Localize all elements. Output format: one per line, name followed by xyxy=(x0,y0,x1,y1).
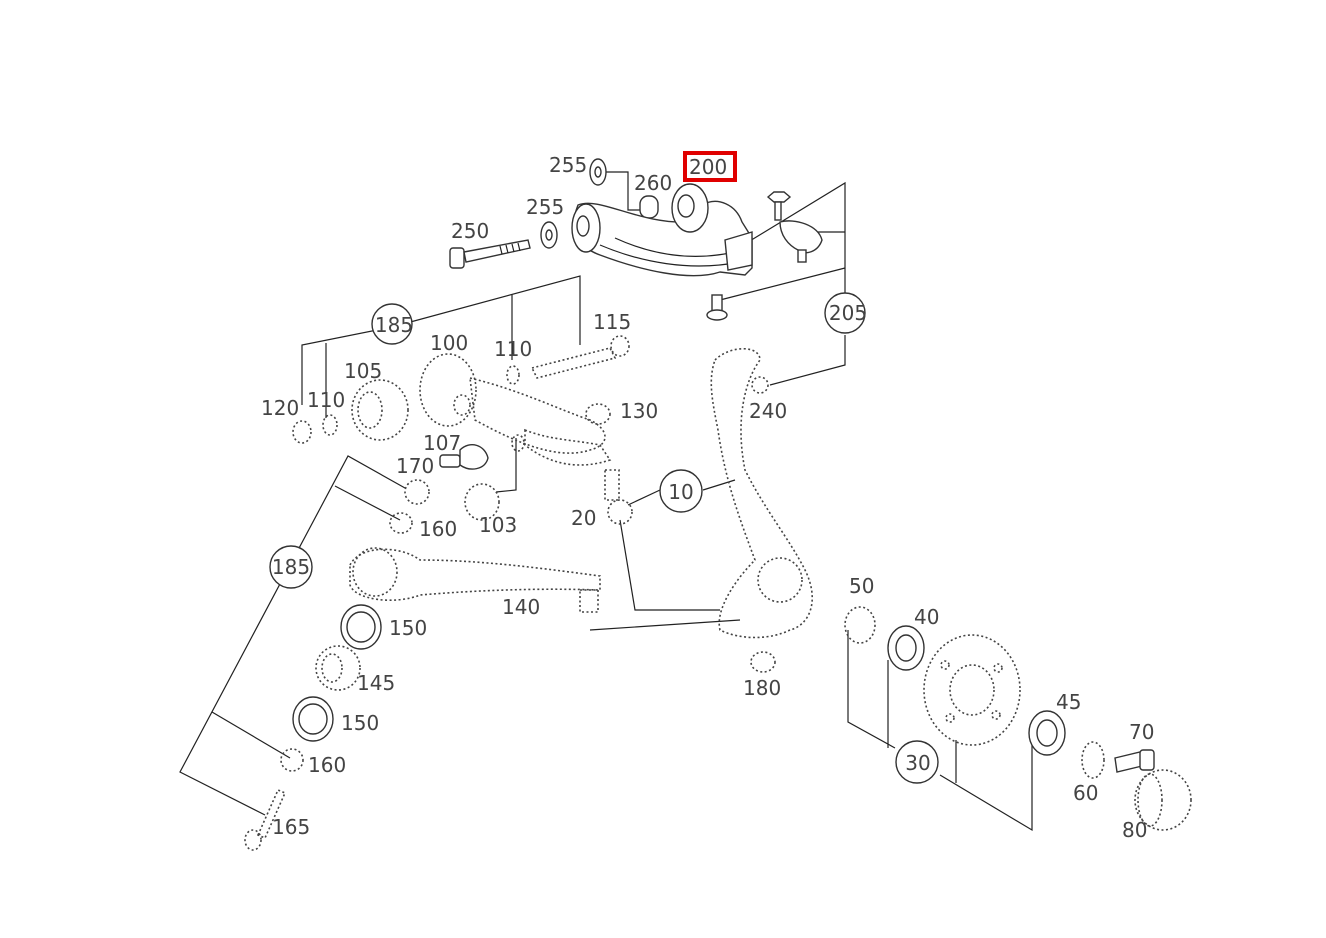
washer-110 xyxy=(322,414,338,436)
svg-text:205: 205 xyxy=(829,301,867,325)
part-number-labels: 255 260 200 255 250 115 110 100 105 120 … xyxy=(261,153,1154,842)
label-20[interactable]: 20 xyxy=(571,506,596,530)
nut-60 xyxy=(1081,741,1105,779)
bolt-165 xyxy=(244,788,287,851)
svg-text:10: 10 xyxy=(668,480,693,504)
callout-185-upper[interactable]: 185 xyxy=(371,303,413,345)
label-120[interactable]: 120 xyxy=(261,396,299,420)
bolt-115 xyxy=(530,335,630,379)
label-60[interactable]: 60 xyxy=(1073,781,1098,805)
label-180[interactable]: 180 xyxy=(743,676,781,700)
label-260[interactable]: 260 xyxy=(634,171,672,195)
ball-joint-20 xyxy=(604,469,633,525)
label-80[interactable]: 80 xyxy=(1122,818,1147,842)
lower-link-140 xyxy=(349,547,601,613)
label-140[interactable]: 140 xyxy=(502,595,540,619)
washer-160 xyxy=(389,512,413,534)
bolt-250 xyxy=(449,239,531,269)
label-40[interactable]: 40 xyxy=(914,605,939,629)
label-160-b[interactable]: 160 xyxy=(308,753,346,777)
label-150-a[interactable]: 150 xyxy=(389,616,427,640)
group-callouts: 205 185 10 185 30 xyxy=(269,292,939,784)
mount-145 xyxy=(315,645,361,691)
nut-180 xyxy=(750,651,776,673)
label-240[interactable]: 240 xyxy=(749,399,787,423)
nut-120 xyxy=(292,420,312,444)
label-110-a[interactable]: 110 xyxy=(494,337,532,361)
label-110-b[interactable]: 110 xyxy=(307,388,345,412)
svg-text:185: 185 xyxy=(272,555,310,579)
seal-40 xyxy=(887,625,925,671)
bushing-103 xyxy=(464,483,500,521)
bushing-150-b xyxy=(292,696,334,742)
nut-130 xyxy=(585,403,611,425)
seal-45 xyxy=(1028,710,1066,756)
label-100[interactable]: 100 xyxy=(430,331,468,355)
callout-205[interactable]: 205 xyxy=(824,292,867,334)
wheel-hub xyxy=(923,634,1021,746)
leader-lines xyxy=(179,171,1033,832)
svg-text:185: 185 xyxy=(375,313,413,337)
label-150-b[interactable]: 150 xyxy=(341,711,379,735)
lower-arm-100 xyxy=(419,353,612,466)
callout-30[interactable]: 30 xyxy=(895,740,939,784)
label-130[interactable]: 130 xyxy=(620,399,658,423)
label-255[interactable]: 255 xyxy=(526,195,564,219)
upper-control-arm-200 xyxy=(571,183,753,277)
callout-10[interactable]: 10 xyxy=(659,469,703,513)
highlight-box-200 xyxy=(683,151,737,182)
label-145[interactable]: 145 xyxy=(357,671,395,695)
dust-cap-80 xyxy=(1134,769,1192,831)
steering-knuckle-10 xyxy=(710,348,813,639)
label-200[interactable]: 200 xyxy=(689,155,727,179)
washer-160-b xyxy=(280,748,304,772)
bearing-50 xyxy=(844,606,876,644)
label-115[interactable]: 115 xyxy=(593,310,631,334)
label-250[interactable]: 250 xyxy=(451,219,489,243)
bushing-150-a xyxy=(340,604,382,650)
label-170[interactable]: 170 xyxy=(396,454,434,478)
callout-185-lower[interactable]: 185 xyxy=(269,545,313,589)
bushing-105 xyxy=(351,379,409,441)
bushing-260 xyxy=(639,195,659,219)
bushing-170 xyxy=(404,479,430,505)
label-105[interactable]: 105 xyxy=(344,359,382,383)
label-45[interactable]: 45 xyxy=(1056,690,1081,714)
label-165[interactable]: 165 xyxy=(272,815,310,839)
parts-artwork xyxy=(244,158,1192,851)
label-50[interactable]: 50 xyxy=(849,574,874,598)
label-107[interactable]: 107 xyxy=(423,431,461,455)
label-70[interactable]: 70 xyxy=(1129,720,1154,744)
svg-text:30: 30 xyxy=(905,751,930,775)
ball-joint-205 xyxy=(766,191,823,263)
bolt-under-arm xyxy=(706,294,728,321)
ball-joint-107 xyxy=(439,444,489,470)
nut-110 xyxy=(506,365,520,385)
label-255-top[interactable]: 255 xyxy=(549,153,587,177)
label-160-a[interactable]: 160 xyxy=(419,517,457,541)
bolt-70 xyxy=(1114,749,1155,773)
label-103[interactable]: 103 xyxy=(479,513,517,537)
